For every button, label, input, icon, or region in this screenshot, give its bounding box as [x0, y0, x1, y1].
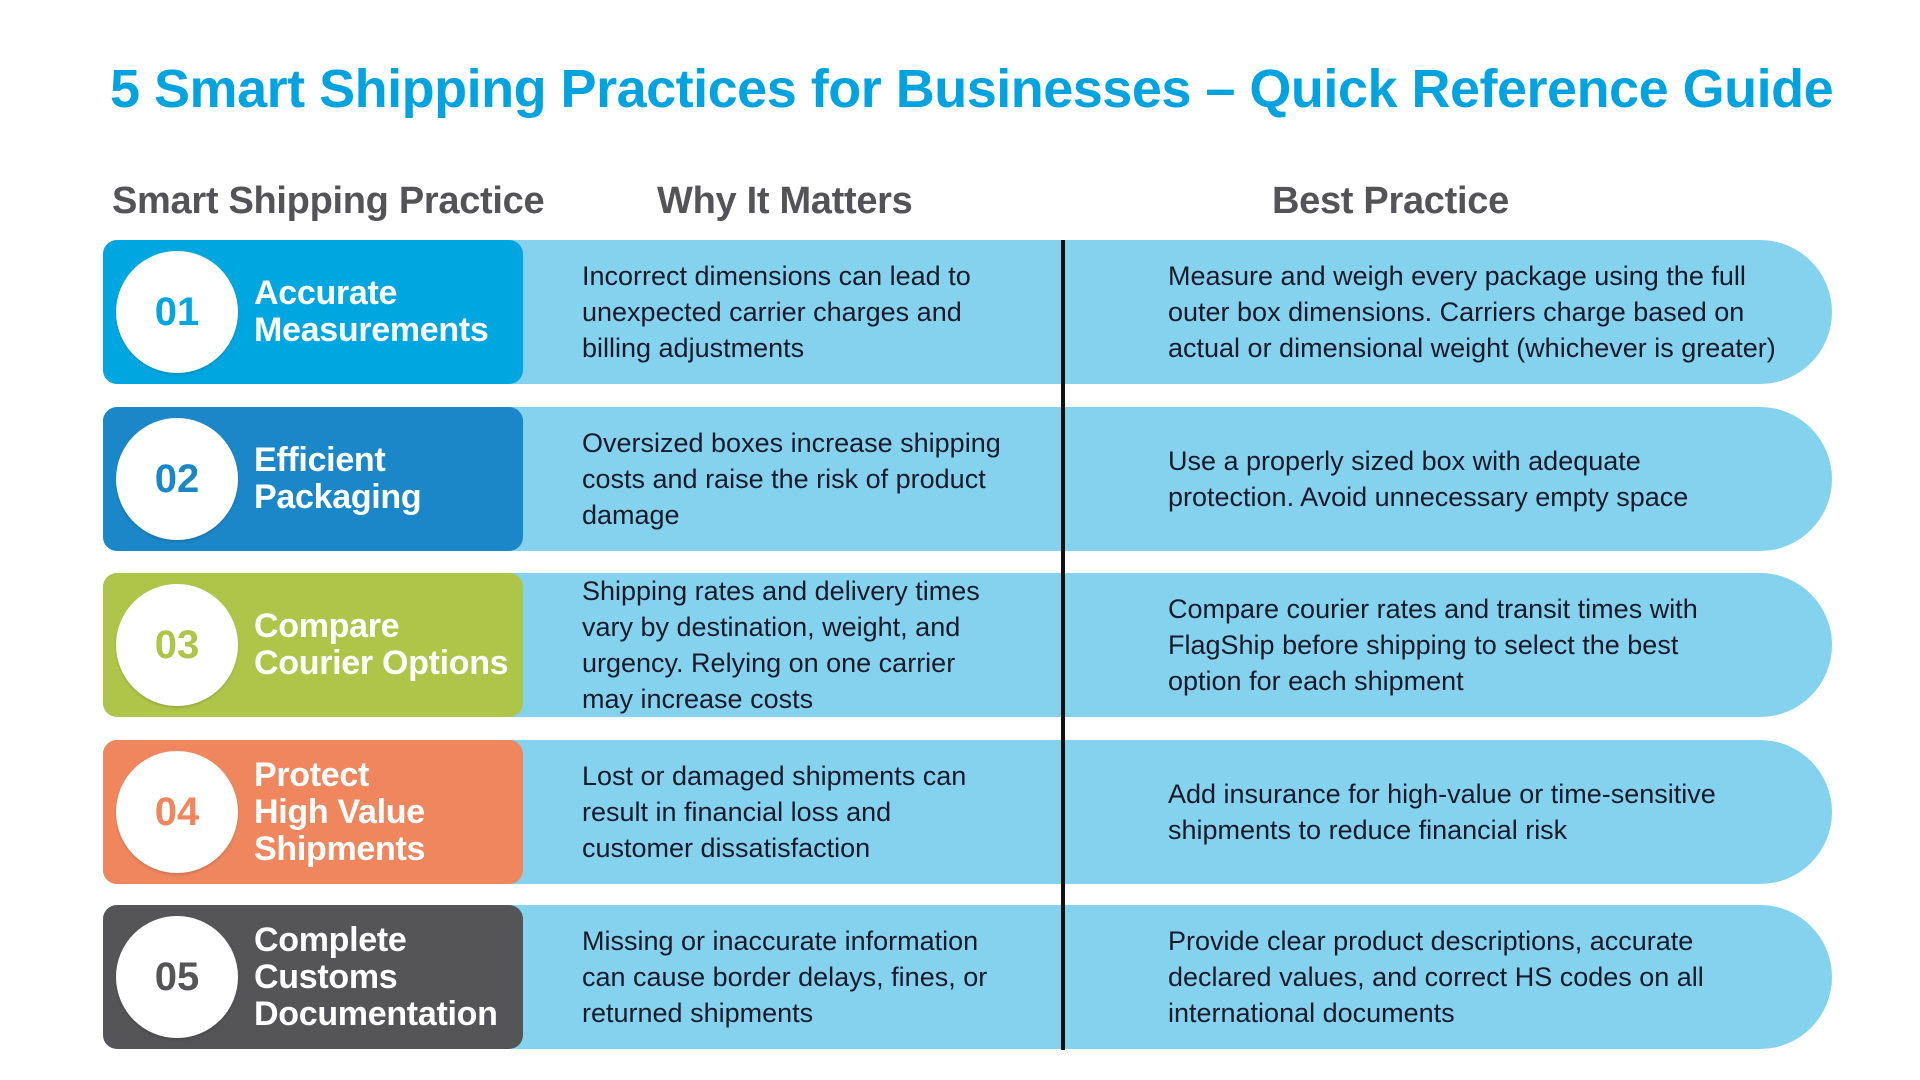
why-line: customer dissatisfaction — [582, 833, 871, 863]
why-line: Missing or inaccurate information — [582, 926, 979, 956]
number-badge: 02 — [116, 418, 238, 540]
best-practice-text: Measure and weigh every package using th… — [1168, 240, 1808, 384]
practice-label-line: Compare — [254, 607, 400, 645]
number-badge: 01 — [116, 251, 238, 373]
best-line: Compare courier rates and transit times … — [1168, 594, 1698, 624]
column-divider — [1061, 240, 1065, 1050]
best-line: international documents — [1168, 998, 1455, 1028]
why-line: Lost or damaged shipments can — [582, 761, 967, 791]
practice-label-line: Customs — [254, 957, 398, 996]
why-line: can cause border delays, fines, or — [582, 962, 988, 992]
why-line: Shipping rates and delivery times — [582, 576, 980, 606]
best-practice-text: Use a properly sized box with adequate pr… — [1168, 407, 1808, 551]
column-header-best: Best Practice — [1272, 180, 1509, 222]
column-header-practice: Smart Shipping Practice — [112, 180, 545, 222]
best-line: actual or dimensional weight (whichever … — [1168, 333, 1776, 363]
practice-label-line: Protect — [254, 755, 370, 794]
practice-label-line: Packaging — [254, 478, 422, 516]
why-line: unexpected carrier charges and — [582, 297, 962, 327]
number-badge: 03 — [116, 584, 238, 706]
best-line: Provide clear product descriptions, accu… — [1168, 926, 1694, 956]
practice-label-line: Shipments — [254, 829, 426, 868]
practice-label-line: Complete — [254, 920, 407, 959]
practice-label-line: Accurate — [254, 274, 398, 312]
why-line: costs and raise the risk of product — [582, 464, 986, 494]
practice-label-line: Courier Options — [254, 644, 509, 682]
best-line: declared values, and correct HS codes on… — [1168, 962, 1704, 992]
best-practice-text: Add insurance for high-value or time-sen… — [1168, 740, 1808, 884]
why-line: Oversized boxes increase shipping — [582, 428, 1001, 458]
why-it-matters-text: Missing or inaccurate information can cau… — [582, 905, 1022, 1049]
why-it-matters-text: Incorrect dimensions can lead to unexpect… — [582, 240, 1022, 384]
column-header-why: Why It Matters — [657, 180, 913, 222]
why-it-matters-text: Oversized boxes increase shipping costs a… — [582, 407, 1022, 551]
best-practice-text: Compare courier rates and transit times … — [1168, 573, 1808, 717]
practice-label-line: High Value — [254, 792, 425, 831]
why-line: result in financial loss and — [582, 797, 892, 827]
best-line: Use a properly sized box with adequate — [1168, 446, 1641, 476]
best-line: outer box dimensions. Carriers charge ba… — [1168, 297, 1745, 327]
best-line: shipments to reduce financial risk — [1168, 815, 1568, 845]
best-line: Add insurance for high-value or time-sen… — [1168, 779, 1716, 809]
why-line: Incorrect dimensions can lead to — [582, 261, 971, 291]
why-line: damage — [582, 500, 680, 530]
why-line: billing adjustments — [582, 333, 805, 363]
page-title: 5 Smart Shipping Practices for Businesse… — [110, 59, 1834, 119]
practice-label-line: Efficient — [254, 441, 386, 479]
best-line: protection. Avoid unnecessary empty spac… — [1168, 482, 1689, 512]
why-line: returned shipments — [582, 998, 814, 1028]
best-practice-text: Provide clear product descriptions, accu… — [1168, 905, 1808, 1049]
practice-label-line: Measurements — [254, 311, 489, 349]
best-line: Measure and weigh every package using th… — [1168, 261, 1746, 291]
why-line: may increase costs — [582, 684, 814, 714]
why-it-matters-text: Lost or damaged shipments can result in f… — [582, 740, 1022, 884]
number-badge: 05 — [116, 916, 238, 1038]
number-badge: 04 — [116, 751, 238, 873]
best-line: FlagShip before shipping to select the b… — [1168, 630, 1679, 660]
why-line: vary by destination, weight, and — [582, 612, 961, 642]
best-line: option for each shipment — [1168, 666, 1464, 696]
why-it-matters-text: Shipping rates and delivery times vary by… — [582, 573, 1022, 717]
why-line: urgency. Relying on one carrier — [582, 648, 956, 678]
practice-label-line: Documentation — [254, 994, 498, 1033]
